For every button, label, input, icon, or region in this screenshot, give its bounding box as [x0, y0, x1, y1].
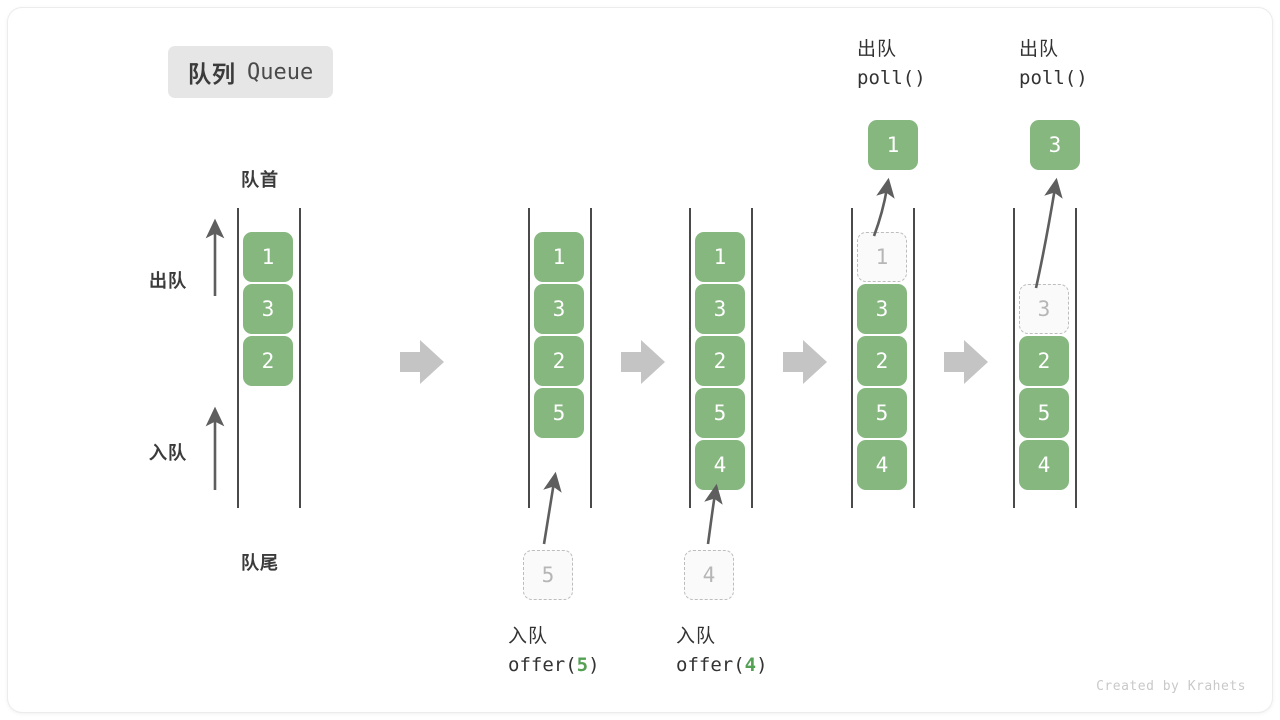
- queue-cell: 3: [857, 284, 907, 334]
- queue-cell: 4: [1019, 440, 1069, 490]
- title-chinese: 队列: [188, 61, 236, 87]
- operation-label-poll-1: 出队 poll(): [857, 35, 926, 94]
- queue-rail-right-col3: [751, 208, 753, 508]
- operation-label-code: offer(5): [508, 651, 600, 680]
- queue-rail-right-col4: [913, 208, 915, 508]
- operation-label-cn: 出队: [1019, 39, 1060, 60]
- operation-label-offer-4: 入队 offer(4): [676, 622, 768, 681]
- transition-arrow: [400, 340, 444, 384]
- operation-label-code: poll(): [1019, 67, 1088, 90]
- offer-5-arrow: [542, 471, 562, 545]
- title-english: Queue: [247, 59, 314, 85]
- diagram-stage: 队列 Queue 队首 队尾 出队 入队 1 3 2 1 3 2 5 5 入队 …: [8, 8, 1272, 712]
- operation-label-offer-5: 入队 offer(5): [508, 622, 600, 681]
- queue-cell: 3: [695, 284, 745, 334]
- front-label: 队首: [241, 170, 279, 190]
- operation-label-code: poll(): [857, 67, 926, 90]
- operation-code-name: offer(: [508, 654, 577, 677]
- queue-rail-right-col2: [590, 208, 592, 508]
- operation-code-arg: 5: [576, 654, 589, 677]
- poll-result-cell: 3: [1030, 120, 1080, 170]
- queue-cell: 2: [857, 336, 907, 386]
- queue-cell: 5: [857, 388, 907, 438]
- queue-rail-right-col1: [299, 208, 301, 508]
- queue-cell: 1: [695, 232, 745, 282]
- queue-cell: 1: [534, 232, 584, 282]
- operation-label-poll-3: 出队 poll(): [1019, 35, 1088, 94]
- queue-cell-new: 4: [695, 440, 745, 490]
- queue-rail-right-col5: [1075, 208, 1077, 508]
- queue-cell: 3: [534, 284, 584, 334]
- queue-cell: 2: [243, 336, 293, 386]
- transition-arrow: [621, 340, 665, 384]
- queue-rail-left-col3: [689, 208, 691, 508]
- queue-cell: 5: [695, 388, 745, 438]
- arrows-overlay: [205, 177, 1063, 545]
- ghost-cell: 5: [523, 550, 573, 600]
- dequeue-direction-label: 出队: [149, 271, 187, 291]
- offer-4-arrow: [704, 483, 723, 545]
- queue-rail-left-col5: [1013, 208, 1015, 508]
- transition-arrow: [783, 340, 827, 384]
- operation-label-cn: 入队: [508, 626, 549, 647]
- operation-label-cn: 出队: [857, 39, 898, 60]
- poll-3-arrow: [1034, 177, 1063, 289]
- queue-cell: 2: [1019, 336, 1069, 386]
- operation-code-name: offer(: [676, 654, 745, 677]
- diagram-card: 队列 Queue 队首 队尾 出队 入队 1 3 2 1 3 2 5 5 入队 …: [8, 8, 1272, 712]
- queue-rail-left-col1: [237, 208, 239, 508]
- operation-code-end: ): [588, 654, 600, 677]
- queue-cell: 3: [243, 284, 293, 334]
- enqueue-direction-label: 入队: [149, 443, 187, 463]
- ghost-cell: 4: [684, 550, 734, 600]
- operation-code-arg: 4: [744, 654, 757, 677]
- transition-arrow: [944, 340, 988, 384]
- ghost-cell: 1: [857, 232, 907, 282]
- queue-rail-left-col4: [851, 208, 853, 508]
- queue-cell: 1: [243, 232, 293, 282]
- queue-cell: 2: [534, 336, 584, 386]
- ghost-cell: 3: [1019, 284, 1069, 334]
- poll-result-cell: 1: [868, 120, 918, 170]
- queue-cell: 2: [695, 336, 745, 386]
- queue-cell: 4: [857, 440, 907, 490]
- operation-code-end: ): [756, 654, 768, 677]
- rear-label: 队尾: [241, 553, 279, 573]
- queue-rail-left-col2: [528, 208, 530, 508]
- footer-credit: Created by Krahets: [1096, 679, 1246, 694]
- queue-cell: 5: [1019, 388, 1069, 438]
- poll-1-arrow: [872, 177, 895, 237]
- queue-cell-new: 5: [534, 388, 584, 438]
- operation-label-cn: 入队: [676, 626, 717, 647]
- diagram-title-badge: 队列 Queue: [168, 46, 334, 98]
- operation-label-code: offer(4): [676, 651, 768, 680]
